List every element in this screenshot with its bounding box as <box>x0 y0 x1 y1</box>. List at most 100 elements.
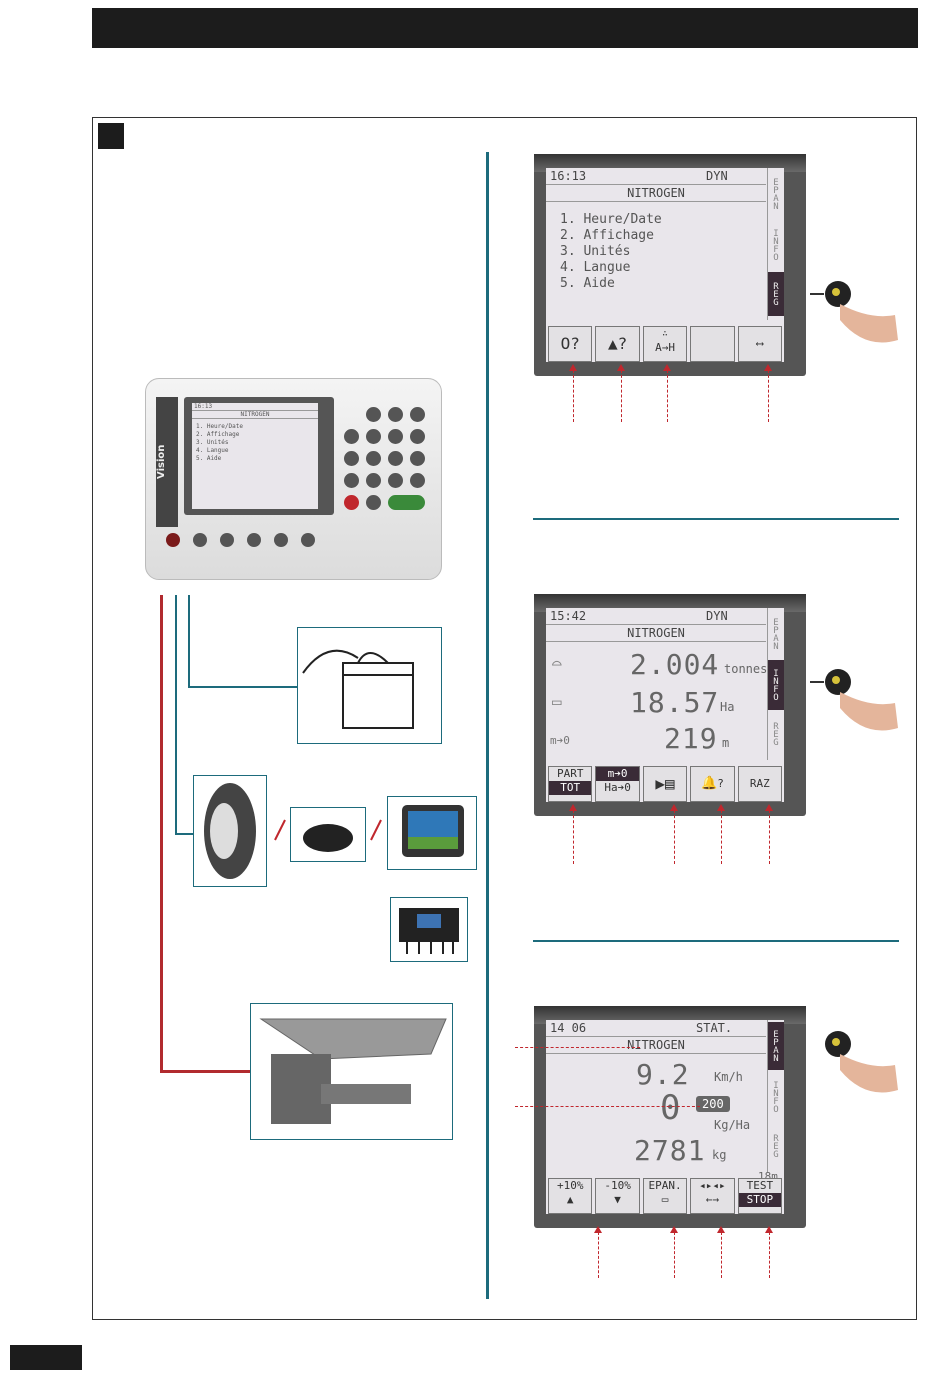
softkey-plus10[interactable]: +10%▲ <box>548 1178 593 1214</box>
console-title: NITROGEN <box>192 411 318 419</box>
softkey-raz[interactable]: RAZ <box>737 766 783 802</box>
callout-arrow <box>717 1226 725 1233</box>
cable-battery <box>188 595 190 687</box>
keypad-button[interactable] <box>344 451 359 466</box>
keypad-button[interactable] <box>344 473 359 488</box>
console-softkey[interactable] <box>220 533 234 547</box>
keypad-button[interactable] <box>366 429 381 444</box>
gps-antenna-image <box>290 807 366 862</box>
keypad-button[interactable] <box>410 473 425 488</box>
antenna-icon <box>303 824 353 852</box>
cable-red <box>160 595 163 1073</box>
softkey-document[interactable]: ▶▤ <box>642 766 688 802</box>
callout-arrow <box>594 1226 602 1233</box>
console-buttons <box>166 529 346 551</box>
wheel-sensor-image <box>193 775 267 887</box>
area-value: 18.57 <box>630 686 720 719</box>
separator-1 <box>533 518 899 520</box>
side-tabs: EPAN INFO REG <box>767 1020 784 1172</box>
keypad-button[interactable] <box>410 429 425 444</box>
softkey-empty[interactable] <box>690 326 735 362</box>
softkey-disc-help[interactable]: O? <box>548 326 593 362</box>
keypad-button[interactable] <box>410 407 425 422</box>
keypad-button[interactable] <box>366 407 381 422</box>
menu-item-affichage[interactable]: 2. Affichage <box>560 228 654 243</box>
softkey-minus10[interactable]: -10%▼ <box>595 1178 640 1214</box>
keypad-button[interactable] <box>366 473 381 488</box>
spreader-icon: ⌓ <box>552 654 562 673</box>
console-softkey[interactable] <box>301 533 315 547</box>
finger-press-icon <box>810 669 898 731</box>
distance-value: 219 <box>664 722 718 755</box>
keypad-button[interactable] <box>344 495 359 510</box>
callout-line <box>769 1232 770 1278</box>
keypad-button[interactable] <box>388 451 403 466</box>
console-softkey[interactable] <box>193 533 207 547</box>
softkey-width-adjust[interactable]: ◂▸◂▸←→ <box>690 1178 735 1214</box>
console-screen: 16:13 NITROGEN 1. Heure/Date 2. Affichag… <box>192 403 318 509</box>
console-softkey[interactable] <box>247 533 261 547</box>
menu-item-langue[interactable]: 4. Langue <box>560 260 631 275</box>
tab-reg[interactable]: REG <box>768 272 784 316</box>
clock: 15:42 <box>550 609 587 623</box>
console-menu-item: 5. Aide <box>196 455 222 462</box>
console-softkey[interactable] <box>274 533 288 547</box>
header-bar <box>92 8 918 48</box>
console-softkey[interactable] <box>166 533 180 547</box>
tab-epan[interactable]: EPAN <box>768 1022 784 1070</box>
menu-item-heure[interactable]: 1. Heure/Date <box>560 212 662 227</box>
console-menu-item: 4. Langue <box>196 447 229 454</box>
rate-target-box[interactable]: 200 <box>696 1096 730 1112</box>
cable-red-h <box>160 1070 252 1073</box>
tab-info[interactable]: INFO <box>768 660 784 710</box>
softkey-sort[interactable]: ∴A→H <box>642 326 688 362</box>
tab-info[interactable]: INFO <box>771 1081 781 1113</box>
screen-title: NITROGEN <box>546 1037 766 1054</box>
clock: 16:13 <box>550 169 587 183</box>
content-frame <box>92 117 917 1320</box>
softkey-alarm-help[interactable]: 🔔? <box>690 766 735 802</box>
screen-title: NITROGEN <box>546 185 766 202</box>
speed-unit: Km/h <box>714 1070 743 1084</box>
softkey-width[interactable]: ⟷ <box>737 326 783 362</box>
tab-reg[interactable]: REG <box>771 722 781 746</box>
finger-press-icon <box>810 281 898 343</box>
softkey-weight-help[interactable]: ▲? <box>595 326 640 362</box>
keypad-button[interactable] <box>388 473 403 488</box>
menu-item-aide[interactable]: 5. Aide <box>560 276 615 291</box>
tab-reg[interactable]: REG <box>771 1134 781 1158</box>
callout-arrow <box>764 364 772 371</box>
keypad-button[interactable] <box>388 407 403 422</box>
brand-label: Vision <box>156 397 178 527</box>
tab-epan[interactable]: EPAN <box>771 618 781 650</box>
page-number-block <box>10 1345 82 1370</box>
keypad-button[interactable] <box>366 495 381 510</box>
section-marker <box>98 123 124 149</box>
tab-epan[interactable]: EPAN <box>771 178 781 210</box>
menu-item-unites[interactable]: 3. Unités <box>560 244 631 259</box>
console-menu-item: 1. Heure/Date <box>196 423 243 430</box>
keypad-button[interactable] <box>410 451 425 466</box>
control-console: Vision 16:13 NITROGEN 1. Heure/Date 2. A… <box>145 378 442 580</box>
keypad-button[interactable] <box>388 429 403 444</box>
callout-arrow <box>617 364 625 371</box>
spreader-image <box>250 1003 453 1140</box>
keypad-button[interactable] <box>344 429 359 444</box>
softkey-epan[interactable]: EPAN.▭ <box>642 1178 688 1214</box>
gps-terminal-image <box>387 796 477 870</box>
callout-arrow <box>569 364 577 371</box>
battery-icon <box>302 649 414 729</box>
callout-line <box>515 1047 640 1048</box>
keypad-button[interactable] <box>388 495 425 510</box>
module-image <box>390 897 468 962</box>
keypad-button[interactable] <box>366 451 381 466</box>
callout-line <box>721 1232 722 1278</box>
callout-line <box>598 1232 599 1278</box>
tab-info[interactable]: INFO <box>771 229 781 261</box>
